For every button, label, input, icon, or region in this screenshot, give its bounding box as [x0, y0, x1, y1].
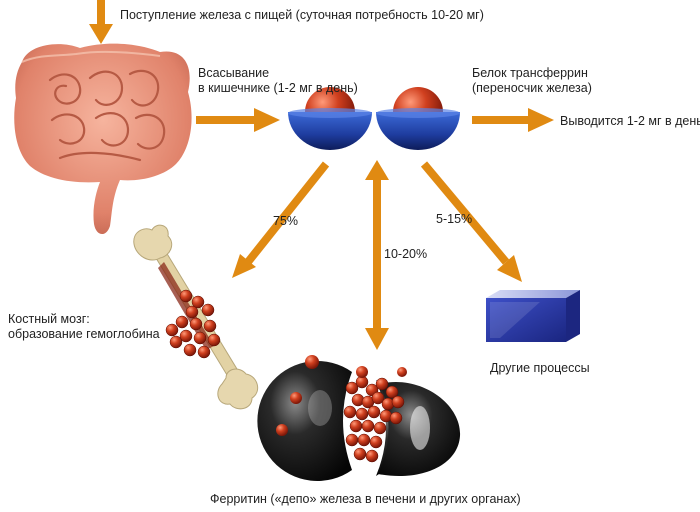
iron-particle	[361, 419, 375, 433]
iron-particle	[169, 335, 183, 349]
iron-particle	[389, 411, 403, 425]
absorption-label-line1: Всасывание	[198, 66, 270, 80]
iron-particle	[191, 295, 205, 309]
iron-particle	[183, 343, 197, 357]
iron-particle	[189, 317, 203, 331]
iron-particle	[343, 405, 357, 419]
iron-particle	[369, 435, 383, 449]
iron-particle	[357, 433, 371, 447]
bone-marrow-label-line1: Костный мозг:	[8, 312, 90, 326]
transferrin-icon	[288, 87, 460, 150]
bone-marrow-arrow	[232, 161, 330, 278]
other-processes-arrow	[420, 161, 522, 282]
ferritin-arrow	[365, 160, 389, 350]
bone-iron-cluster	[165, 289, 221, 359]
iron-particle	[175, 315, 189, 329]
excretion-arrow	[472, 108, 554, 132]
iron-particle	[371, 391, 385, 405]
other-processes-percentage: 5-15%	[436, 212, 473, 226]
intake-label: Поступление железа с пищей (суточная пот…	[120, 8, 484, 22]
iron-particle	[373, 421, 387, 435]
transferrin-label-line2: (переносчик железа)	[472, 81, 592, 95]
iron-particle	[179, 329, 193, 343]
iron-particle	[179, 289, 193, 303]
iron-particle	[197, 345, 211, 359]
iron-particle	[367, 405, 381, 419]
absorption-label-line2: в кишечнике (1-2 мг в день)	[198, 81, 358, 95]
iron-particle	[391, 395, 405, 409]
bone-icon	[133, 224, 259, 410]
ferritin-percentage: 10-20%	[384, 247, 428, 261]
intestine-icon	[14, 43, 192, 235]
iron-particle	[365, 449, 379, 463]
ferritin-scattered-iron	[276, 355, 407, 436]
intake-arrow	[89, 0, 113, 44]
iron-particle	[385, 385, 399, 399]
iron-particle	[375, 377, 389, 391]
iron-particle	[193, 331, 207, 345]
ferritin-label: Ферритин («депо» железа в печени и други…	[210, 492, 521, 506]
iron-particle	[185, 305, 199, 319]
box-icon	[486, 290, 580, 342]
iron-particle	[345, 433, 359, 447]
iron-particle	[353, 447, 367, 461]
ferritin-iron-cluster	[343, 375, 405, 463]
iron-particle	[349, 419, 363, 433]
excretion-label: Выводится 1-2 мг в день	[560, 114, 700, 128]
iron-particle	[345, 381, 359, 395]
iron-particle	[165, 323, 179, 337]
iron-particle	[201, 303, 215, 317]
iron-particle	[207, 333, 221, 347]
bone-marrow-label-line2: образование гемоглобина	[8, 327, 160, 341]
other-processes-label: Другие процессы	[490, 361, 590, 375]
transferrin-label-line1: Белок трансферрин	[472, 66, 588, 80]
bone-marrow-percentage: 75%	[273, 214, 299, 228]
absorption-arrow	[196, 108, 280, 132]
iron-particle	[355, 407, 369, 421]
iron-particle	[203, 319, 217, 333]
